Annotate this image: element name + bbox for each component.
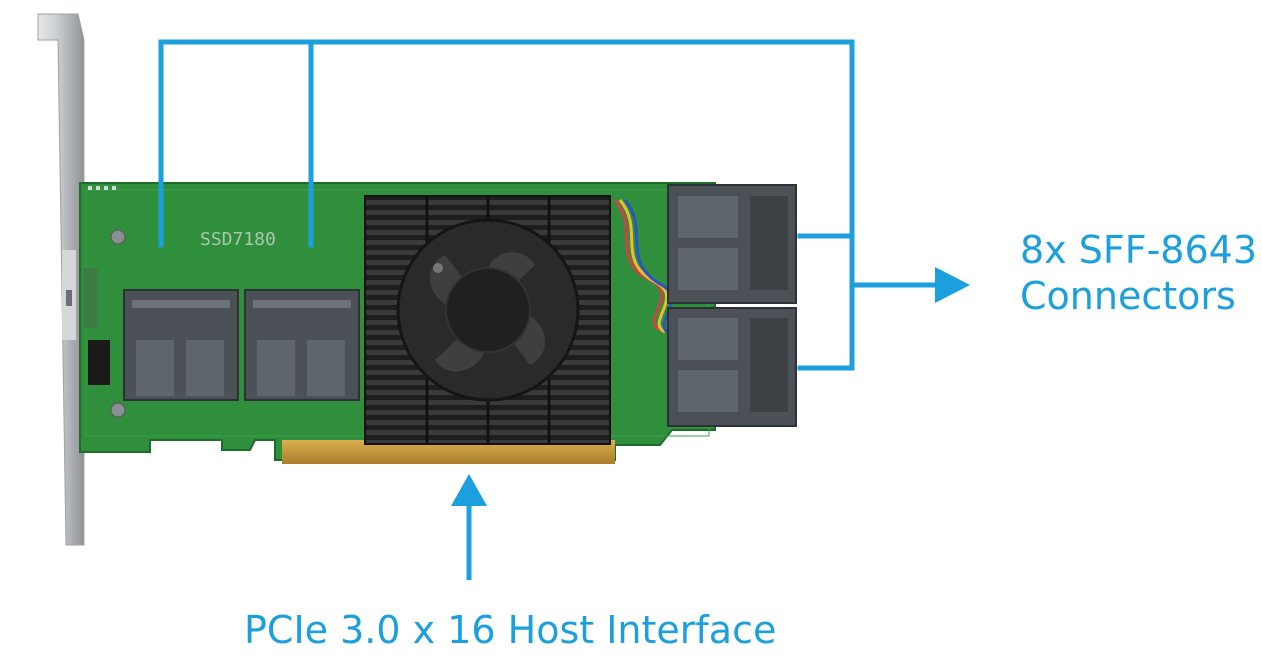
- screw-1: [110, 229, 126, 245]
- screw-2: [110, 402, 126, 418]
- pci-bracket: [37, 13, 85, 546]
- status-leds: [88, 186, 116, 190]
- host-interface-label: PCIe 3.0 x 16 Host Interface: [244, 608, 777, 652]
- connectors-callout-label: 8x SFF-8643 Connectors: [1020, 227, 1257, 319]
- fan-cable: [613, 199, 674, 336]
- fan-icon: [396, 218, 580, 402]
- connectors-label-line2: Connectors: [1020, 274, 1236, 318]
- heatsink: [364, 195, 611, 445]
- left-sff-connectors: [123, 289, 360, 401]
- board-model-label: SSD7180: [200, 229, 276, 250]
- connectors-label-line1: 8x SFF-8643: [1020, 228, 1257, 272]
- connector-callout-lines: [158, 39, 943, 371]
- right-sff-connectors: [667, 184, 797, 427]
- power-header: [88, 340, 110, 385]
- host-callout-arrow: [451, 474, 487, 580]
- right-arrow-head: [935, 267, 970, 303]
